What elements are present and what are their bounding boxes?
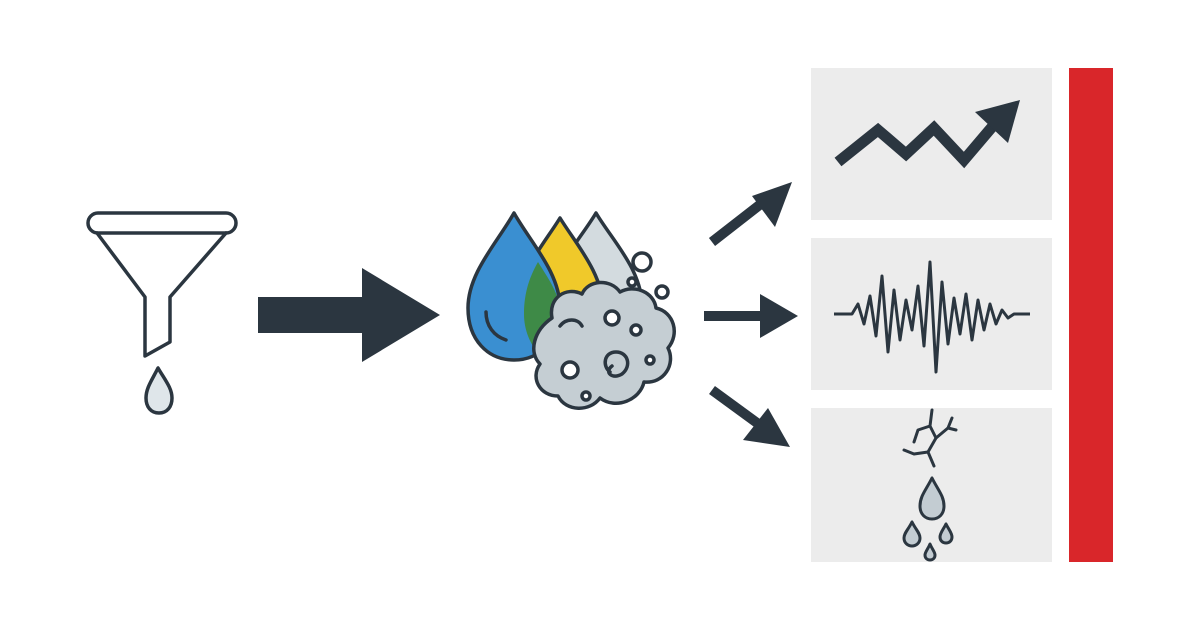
foam-cloud	[532, 280, 676, 410]
branch-arrow-right	[704, 294, 798, 338]
waveform-icon	[834, 260, 1030, 374]
zigzag-trend-up-icon	[834, 100, 1020, 169]
branch-arrow-down	[709, 385, 790, 447]
panel-rising-trend	[811, 68, 1052, 220]
branch-arrow-up	[708, 182, 792, 246]
alert-bar	[1069, 68, 1113, 562]
flow-arrow-main	[258, 268, 440, 362]
mixed-droplets-icon	[466, 211, 676, 410]
crack-drip-icon	[902, 408, 958, 562]
funnel-icon	[86, 211, 238, 415]
